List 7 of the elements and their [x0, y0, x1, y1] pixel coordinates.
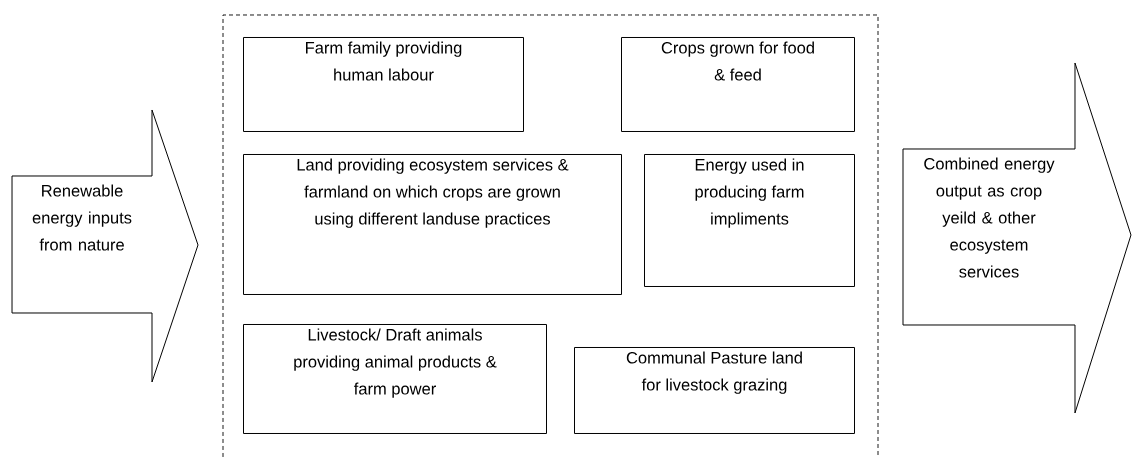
text-box: Livestock/ Draft animals providing animal products & farm power: [243, 324, 547, 434]
dashed-frame: [222, 14, 879, 457]
text-box: Farm family providing human labour: [243, 37, 524, 132]
text-box: Land providing ecosystem services & farmland on which crops are grown using different landuse practices: [243, 154, 622, 295]
text-box: Energy used in producing farm impliments: [644, 154, 855, 287]
text-box: Communal Pasture land for livestock grazing: [574, 347, 855, 434]
text-box: Crops grown for food & feed: [621, 37, 855, 132]
